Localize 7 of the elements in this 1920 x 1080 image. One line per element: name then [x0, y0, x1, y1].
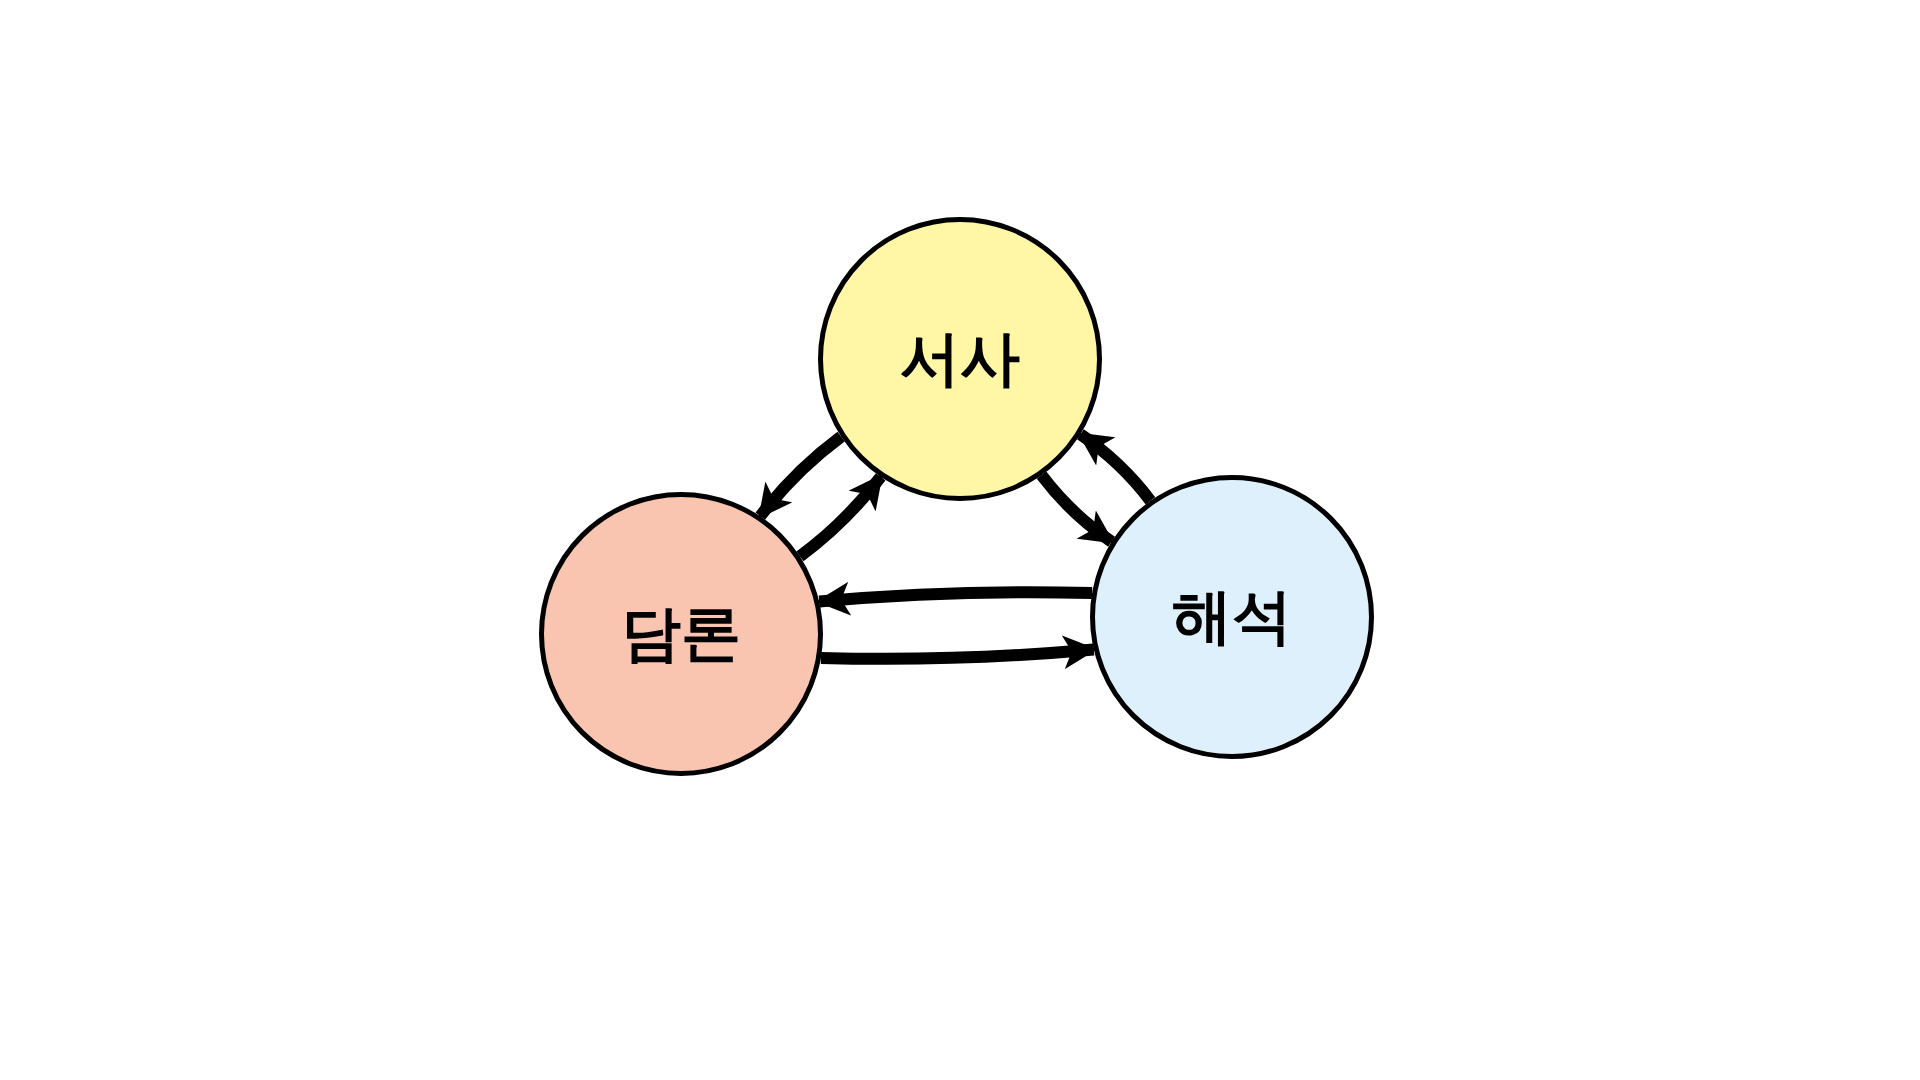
curved-arrow: [796, 473, 886, 562]
node-label: 서사: [900, 321, 1020, 395]
node-label: 담론: [621, 596, 741, 670]
curved-arrow: [1076, 429, 1156, 505]
node-label: 해석: [1172, 579, 1292, 653]
curved-arrow: [1036, 471, 1116, 547]
curved-arrow: [755, 431, 845, 520]
